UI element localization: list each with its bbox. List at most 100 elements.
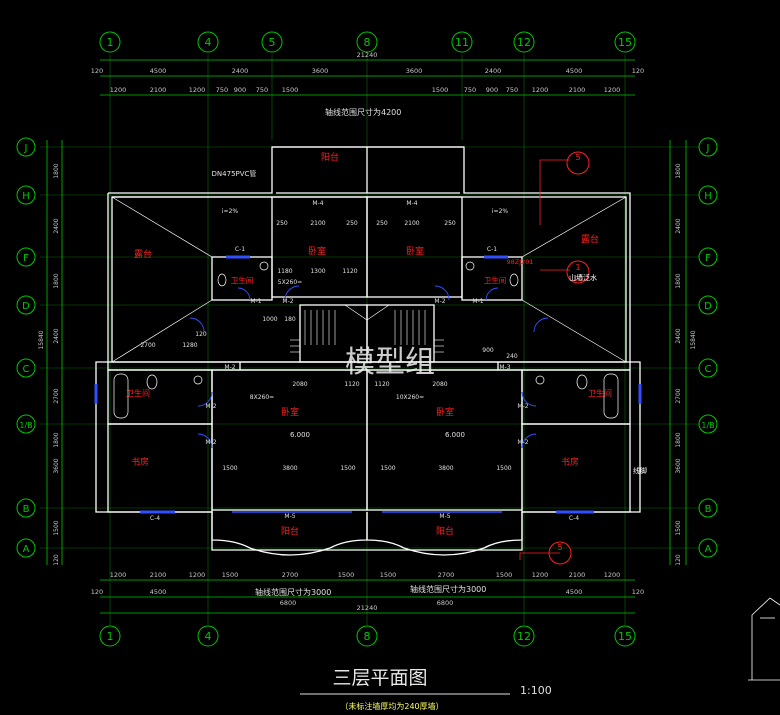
window-label: C-1 bbox=[487, 246, 497, 253]
axis-bubble-11 bbox=[451, 31, 473, 53]
drawing-scale: 1:100 bbox=[520, 684, 552, 697]
door-label: M-4 bbox=[406, 200, 417, 207]
dim-text: 1000 bbox=[262, 316, 277, 323]
elevation-label: 6.000 bbox=[290, 431, 310, 439]
note-axis-range-top: 轴线范围尺寸为4200 bbox=[325, 107, 401, 117]
dim-text: 1200 bbox=[189, 86, 206, 94]
room-label: 阳台 bbox=[436, 525, 454, 537]
dim-text: 2100 bbox=[569, 571, 586, 579]
axis-label: J bbox=[24, 143, 28, 154]
dim-text: 15840 bbox=[38, 330, 45, 349]
dim-text: 1800 bbox=[675, 432, 682, 447]
axis-label: D bbox=[704, 301, 712, 312]
axis-label: B bbox=[705, 504, 712, 515]
room-label: 阳台 bbox=[321, 151, 339, 163]
room-label: 卫生间 bbox=[484, 275, 507, 285]
dim-text: 2400 bbox=[53, 328, 60, 343]
building-walls bbox=[95, 146, 641, 556]
dim-text: 1800 bbox=[53, 432, 60, 447]
room-label: 卧室 bbox=[281, 406, 299, 418]
dim-text: 900 bbox=[482, 347, 494, 354]
door-label: M-2 bbox=[517, 403, 528, 410]
dim-text: 1500 bbox=[432, 86, 449, 94]
dim-text: 2100 bbox=[310, 220, 325, 227]
dim-text: 4500 bbox=[566, 588, 583, 596]
room-label: 卧室 bbox=[308, 245, 326, 257]
toilet-upper-left bbox=[217, 273, 227, 287]
dim-text: 250 bbox=[376, 220, 388, 227]
axis-label: F bbox=[705, 253, 711, 264]
dim-text: 120 bbox=[632, 67, 644, 75]
axis-label: H bbox=[704, 191, 712, 202]
note-axis-range-bottom-right: 轴线范围尺寸为3000 bbox=[410, 584, 486, 594]
dim-text: 2700 bbox=[438, 571, 455, 579]
door-label: M-1 bbox=[250, 298, 261, 305]
dim-text: 3600 bbox=[406, 67, 423, 75]
detail-ref-5-top bbox=[566, 151, 590, 175]
slope-label: i=2% bbox=[222, 208, 239, 215]
axis-label: C bbox=[705, 364, 712, 375]
drawing-subtitle: （未标注墙厚均为240厚墙） bbox=[340, 701, 443, 711]
basin-left bbox=[193, 375, 203, 385]
ref-text: 10 bbox=[573, 274, 583, 283]
vertical-dimension-texts: 1800 2400 1800 2400 2700 1800 3600 1500 … bbox=[38, 163, 697, 566]
room-label: 卧室 bbox=[436, 406, 454, 418]
room-label: 阳台 bbox=[281, 525, 299, 537]
room-label: 露台 bbox=[134, 248, 152, 260]
axis-label: 12 bbox=[517, 36, 531, 49]
axis-label: C bbox=[23, 364, 30, 375]
dim-text: 1500 bbox=[380, 465, 395, 472]
dim-text: 900 bbox=[234, 86, 246, 94]
dim-text: 1180 bbox=[277, 268, 292, 275]
dim-text: 1200 bbox=[532, 571, 549, 579]
right-axis-bubbles bbox=[698, 137, 718, 558]
dim-text: 1200 bbox=[189, 571, 206, 579]
axis-label: B bbox=[23, 504, 30, 515]
dim-text: 250 bbox=[444, 220, 456, 227]
dim-text: 1800 bbox=[53, 273, 60, 288]
room-label: 书房 bbox=[131, 456, 149, 468]
bathtub-left bbox=[113, 373, 129, 419]
door-label: M-2 bbox=[282, 298, 293, 305]
axis-label: 1/B bbox=[19, 421, 32, 430]
footing-label: 线脚 bbox=[633, 466, 647, 475]
dim-text: 3600 bbox=[53, 458, 60, 473]
dim-text: 1500 bbox=[222, 465, 237, 472]
dim-text: 2080 bbox=[432, 381, 447, 388]
dim-text: 6800 bbox=[437, 599, 454, 607]
dim-text: 2100 bbox=[150, 86, 167, 94]
ref-text: 5 bbox=[575, 153, 580, 162]
axis-label: D bbox=[22, 301, 30, 312]
basin-upper-left bbox=[259, 261, 269, 271]
dim-text: 240 bbox=[506, 353, 518, 360]
ref-text: 5 bbox=[557, 543, 562, 552]
dimension-texts: 21240 120 4500 2400 3600 3600 2400 4500 … bbox=[91, 51, 644, 612]
axis-label: A bbox=[23, 544, 30, 555]
axis-label: 4 bbox=[205, 36, 212, 49]
door-swings bbox=[189, 285, 549, 449]
pipe-label: DN475PVC管 bbox=[212, 169, 257, 178]
note-axis-range-bottom-left: 轴线范围尺寸为3000 bbox=[255, 587, 331, 597]
dim-text: 1500 bbox=[338, 571, 355, 579]
dim-text: 2400 bbox=[675, 328, 682, 343]
dim-text: 250 bbox=[276, 220, 288, 227]
elevation-label: 6.000 bbox=[445, 431, 465, 439]
dim-text: 2100 bbox=[150, 571, 167, 579]
dim-text: 2400 bbox=[675, 218, 682, 233]
detail-reference-bubbles bbox=[548, 151, 590, 565]
axis-label: J bbox=[706, 143, 710, 154]
dim-text: 4500 bbox=[566, 67, 583, 75]
stair-treads bbox=[290, 304, 444, 353]
watermark: 模型组 bbox=[345, 345, 435, 380]
dim-text: 1500 bbox=[282, 86, 299, 94]
dim-text: 180 bbox=[284, 316, 296, 323]
dim-text: 1280 bbox=[182, 342, 197, 349]
toilet-upper-right bbox=[509, 273, 519, 287]
room-label: 书房 bbox=[561, 456, 579, 468]
door-label: M-4 bbox=[312, 200, 323, 207]
room-label: 卧室 bbox=[406, 245, 424, 257]
dim-text: 1200 bbox=[110, 86, 127, 94]
basin-right bbox=[535, 375, 545, 385]
detail-ref-1 bbox=[566, 260, 590, 284]
